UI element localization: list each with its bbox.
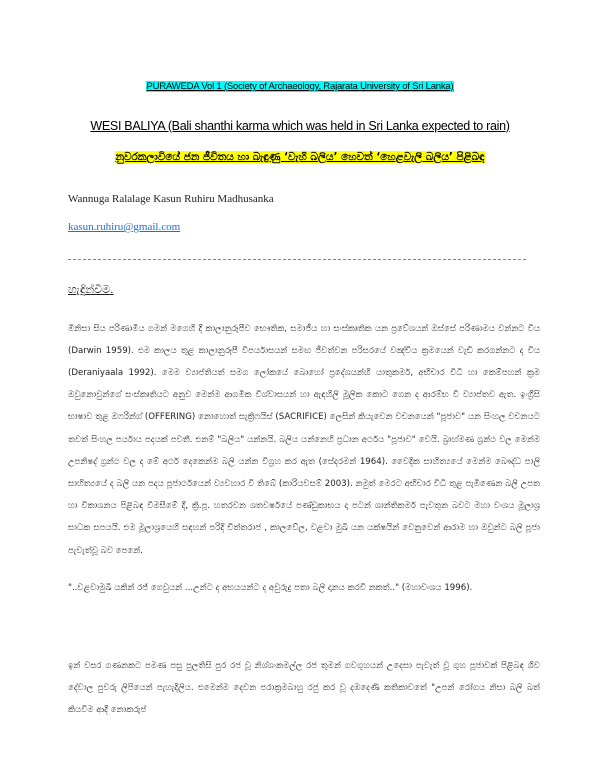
sinhala-title-text: නුවරකලාවියේ ජන ජීවිතය හා බැඳුණු ‘වැහි බල… <box>115 151 485 163</box>
author-email-link[interactable]: kasun.ruhiru@gmail.com <box>68 221 181 233</box>
body-paragraph: මිනිසා සිය පරිණාමීය ගමන් මගෙහි දී කාලානු… <box>68 323 540 556</box>
section-divider <box>68 259 526 260</box>
body-paragraph: ඉන් වසර ගණනකට පමණ පසු පුලතිසි පුර රජ වූ … <box>68 660 540 715</box>
english-title: WESI BALIYA (Bali shanthi karma which wa… <box>90 119 510 133</box>
author-name: Wannuga Ralalage Kasun Ruhiru Madhusanka <box>68 193 274 205</box>
section-heading: හැඳින්වීම. <box>68 283 114 296</box>
sinhala-title: නුවරකලාවියේ ජන ජීවිතය හා බැඳුණු ‘වැහි බල… <box>0 150 600 164</box>
quote-paragraph: "..වළවාමුඛී යකින් රජ් ගෙවුයන් ...උන්ට ද … <box>68 582 473 593</box>
journal-title: PURAWEDA Vol 1 (Society of Archaeology, … <box>145 81 455 92</box>
journal-header: PURAWEDA Vol 1 (Society of Archaeology, … <box>0 81 600 93</box>
